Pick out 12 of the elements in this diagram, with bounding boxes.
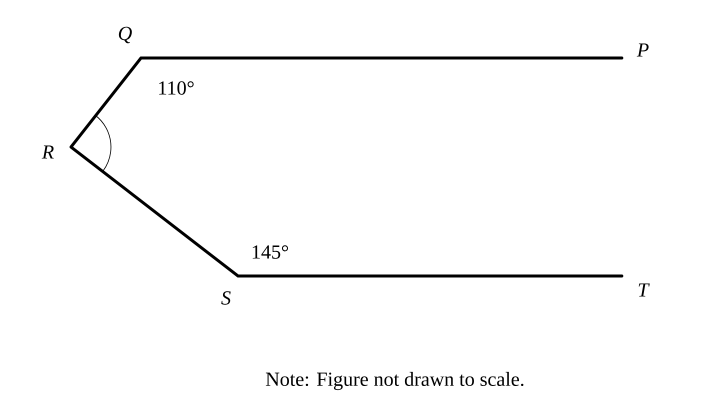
line-segment [70, 146, 240, 278]
line-segment [70, 56, 142, 148]
point-label: T [638, 283, 650, 297]
point-label: P [636, 43, 649, 57]
note-text: Note: Figure not drawn to scale. [266, 372, 524, 390]
point-label: Q [118, 26, 132, 44]
line-segment [140, 56, 624, 60]
line-segment [236, 274, 624, 278]
point-label: S [221, 291, 231, 305]
angle-label: 145° [252, 245, 288, 259]
angle-label: 110° [159, 81, 194, 95]
point-label: R [42, 145, 54, 159]
